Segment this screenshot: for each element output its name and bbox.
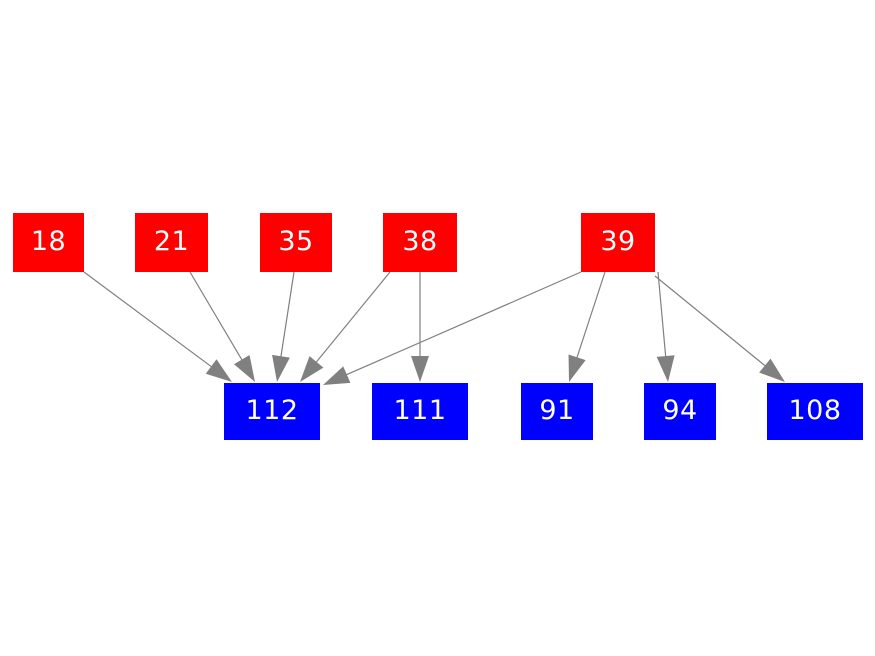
edge-arrowhead (272, 354, 290, 382)
edge-arrowhead (205, 359, 232, 382)
edge-line (341, 271, 582, 378)
edge-line (83, 271, 217, 371)
edge-arrowhead (759, 358, 785, 382)
node-112[interactable]: 112 (224, 383, 320, 440)
edge-line (657, 271, 667, 363)
edge-arrowhead (323, 366, 351, 385)
node-label: 21 (153, 226, 190, 257)
edge-arrowhead (300, 356, 324, 382)
node-label: 35 (278, 226, 314, 257)
node-91[interactable]: 91 (521, 383, 593, 440)
node-label: 18 (30, 226, 67, 257)
node-label: 112 (245, 395, 299, 426)
edge-line (189, 271, 246, 366)
edge-arrowhead (411, 356, 429, 382)
node-label: 94 (662, 395, 698, 426)
node-18[interactable]: 18 (13, 213, 84, 272)
node-39[interactable]: 39 (581, 213, 655, 272)
edge-line (279, 271, 295, 363)
node-label: 111 (393, 395, 447, 426)
node-111[interactable]: 111 (372, 383, 468, 440)
node-38[interactable]: 38 (383, 213, 457, 272)
edge-line (654, 275, 770, 370)
edge-arrowhead (568, 354, 586, 382)
edge-arrowhead (234, 355, 255, 382)
node-94[interactable]: 94 (644, 383, 716, 440)
node-label: 91 (539, 395, 575, 426)
node-35[interactable]: 35 (260, 213, 332, 272)
node-label: 108 (788, 395, 842, 426)
edge-arrowhead (656, 355, 675, 382)
node-21[interactable]: 21 (135, 213, 208, 272)
node-label: 39 (600, 226, 636, 257)
edge-line (574, 271, 606, 364)
node-108[interactable]: 108 (767, 383, 863, 440)
edge-line (312, 271, 391, 367)
node-label: 38 (402, 226, 438, 257)
